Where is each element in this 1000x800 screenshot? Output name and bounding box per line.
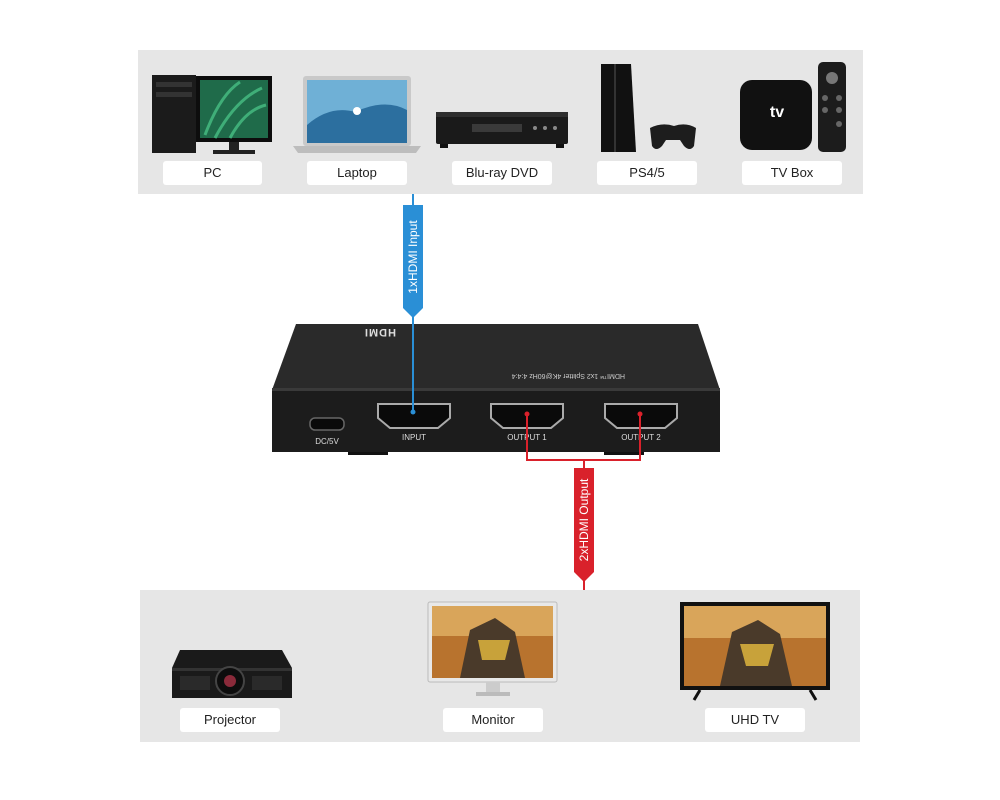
source-label-ps: PS4/5: [597, 161, 697, 185]
port-label-dc: DC/5V: [315, 437, 339, 446]
source-label-tv-box: TV Box: [742, 161, 842, 185]
source-label-laptop: Laptop: [307, 161, 407, 185]
port-label-input: INPUT: [402, 433, 426, 442]
display-label-monitor: Monitor: [443, 708, 543, 732]
tv-box-logo: tv: [769, 104, 785, 121]
source-label-pc: PC: [163, 161, 262, 185]
display-label-projector: Projector: [180, 708, 280, 732]
display-label-uhd-tv: UHD TV: [705, 708, 805, 732]
source-label-bluray: Blu-ray DVD: [452, 161, 552, 185]
